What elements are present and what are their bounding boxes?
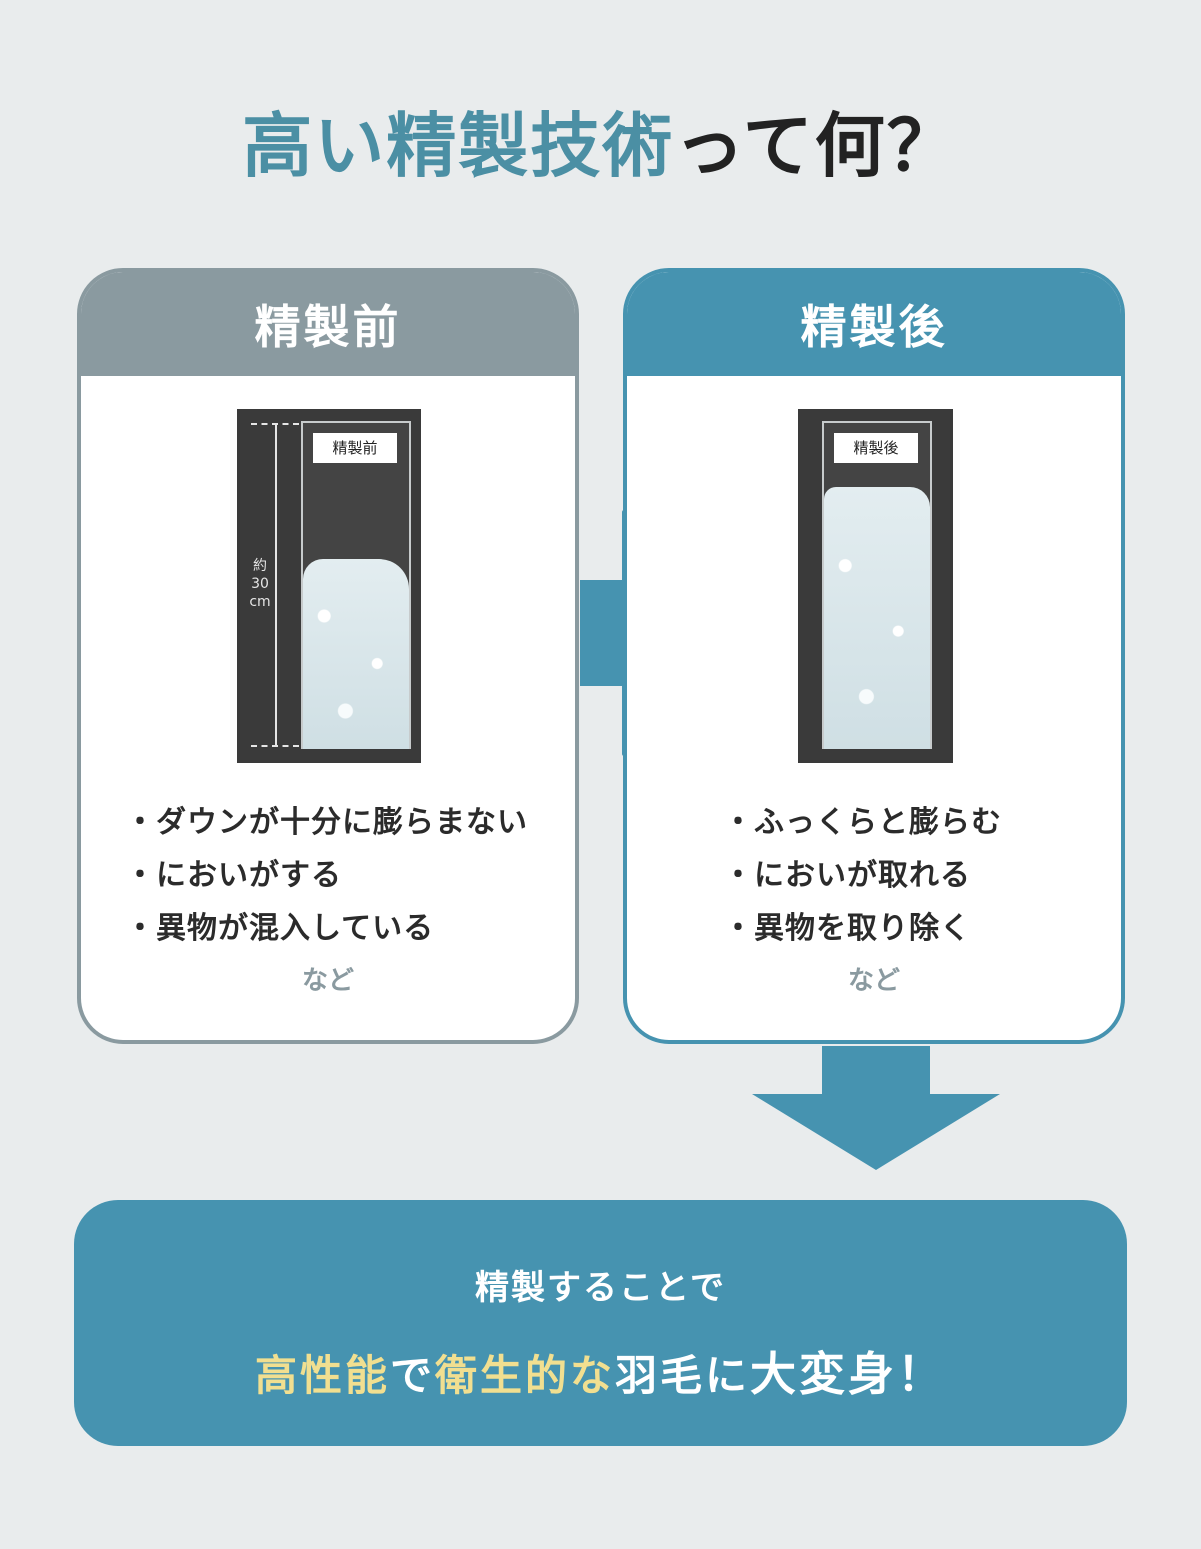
down-fill bbox=[303, 559, 409, 749]
list-item: においがする bbox=[125, 849, 575, 902]
result-box: 精製することで 高性能で衛生的な羽毛に大変身！ bbox=[74, 1200, 1127, 1446]
tube: 精製前 bbox=[301, 421, 411, 749]
list-item: においが取れる bbox=[723, 849, 1121, 902]
after-list: ふっくらと膨らむ においが取れる 異物を取り除く bbox=[627, 796, 1121, 955]
list-item: 異物を取り除く bbox=[723, 902, 1121, 955]
after-card: 精製後 精製後 ふっくらと膨らむ においが取れる 異物を取り除く など bbox=[623, 268, 1125, 1044]
after-photo: 精製後 bbox=[798, 409, 953, 763]
after-etc: など bbox=[847, 966, 900, 996]
before-card: 精製前 約 30 cm 精製前 ダウンが十分に膨らまない においがする 異物が混… bbox=[77, 268, 579, 1044]
tube: 精製後 bbox=[822, 421, 932, 749]
result-text-3: 大変身！ bbox=[750, 1347, 947, 1401]
before-etc: など bbox=[301, 966, 354, 996]
measure-label-text: 約 30 cm bbox=[249, 558, 271, 610]
result-text-2: 羽毛に bbox=[615, 1351, 751, 1400]
page-title: 高い精製技術って何？ bbox=[0, 96, 1201, 196]
arrow-down-icon bbox=[752, 1046, 1000, 1170]
result-highlight-2: 衛生的な bbox=[435, 1351, 616, 1400]
before-list: ダウンが十分に膨らまない においがする 異物が混入している bbox=[81, 796, 575, 955]
list-item: ダウンが十分に膨らまない bbox=[125, 796, 575, 849]
after-header: 精製後 bbox=[627, 272, 1121, 376]
measure-line bbox=[275, 423, 277, 745]
result-line1: 精製することで bbox=[475, 1268, 726, 1308]
tube-label: 精製後 bbox=[834, 433, 918, 463]
list-item: 異物が混入している bbox=[125, 902, 575, 955]
before-header: 精製前 bbox=[81, 272, 575, 376]
list-item: ふっくらと膨らむ bbox=[723, 796, 1121, 849]
result-line2: 高性能で衛生的な羽毛に大変身！ bbox=[74, 1338, 1127, 1404]
result-highlight-1: 高性能 bbox=[254, 1351, 390, 1400]
title-rest: って何？ bbox=[674, 105, 959, 187]
before-photo: 約 30 cm 精製前 bbox=[237, 409, 421, 763]
result-text-1: で bbox=[389, 1351, 435, 1400]
title-accent: 高い精製技術 bbox=[242, 105, 675, 187]
tube-label: 精製前 bbox=[313, 433, 397, 463]
down-fill bbox=[824, 487, 930, 749]
measure-bottom-line bbox=[251, 745, 299, 747]
measure-label: 約 30 cm bbox=[249, 557, 271, 611]
